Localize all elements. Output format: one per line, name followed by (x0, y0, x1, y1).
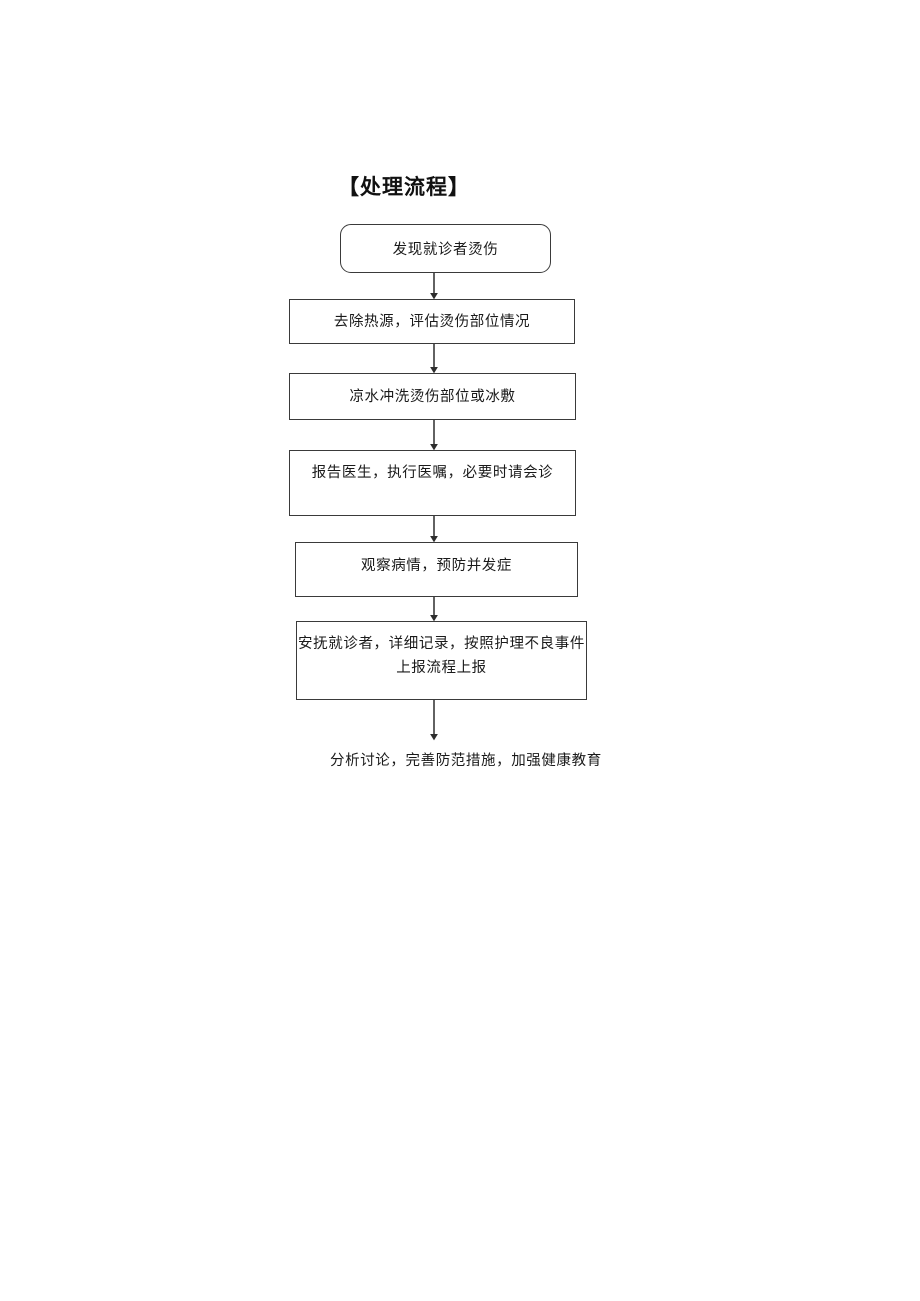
flow-node-observe-condition-label: 观察病情，预防并发症 (361, 558, 512, 574)
flow-node-cool-water-rinse-label: 凉水冲洗烫伤部位或冰敷 (349, 389, 516, 405)
flow-node-remove-heat-source-label: 去除热源，评估烫伤部位情况 (333, 314, 531, 330)
flow-node-comfort-and-report[interactable]: 安抚就诊者，详细记录，按照护理不良事件 上报流程上报 (296, 621, 587, 700)
flow-node-report-doctor-label: 报告医生，执行医嘱，必要时请会诊 (311, 465, 554, 481)
flow-node-report-doctor[interactable]: 报告医生，执行医嘱，必要时请会诊 (289, 450, 576, 516)
flow-node-start[interactable]: 发现就诊者烫伤 (340, 224, 551, 273)
flow-node-comfort-and-report-label: 安抚就诊者，详细记录，按照护理不良事件 上报流程上报 (298, 636, 585, 676)
flow-node-remove-heat-source[interactable]: 去除热源，评估烫伤部位情况 (289, 299, 575, 344)
flow-node-cool-water-rinse[interactable]: 凉水冲洗烫伤部位或冰敷 (289, 373, 576, 420)
flow-node-analysis-note: 分析讨论，完善防范措施，加强健康教育 (330, 753, 602, 769)
page-title: 【处理流程】 (338, 175, 470, 199)
flow-node-observe-condition[interactable]: 观察病情，预防并发症 (295, 542, 578, 597)
flow-node-start-label: 发现就诊者烫伤 (392, 242, 499, 258)
